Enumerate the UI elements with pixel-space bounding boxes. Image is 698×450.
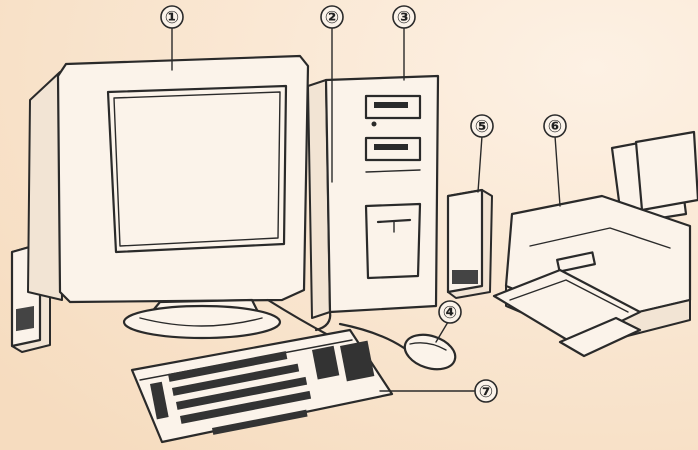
callout-7: ⑦ bbox=[379, 379, 498, 403]
right-speaker bbox=[446, 188, 493, 299]
mouse bbox=[338, 322, 457, 371]
keyboard-keys bbox=[149, 340, 375, 435]
callout-5: ⑤ bbox=[470, 114, 494, 193]
callout-label-5: ⑤ bbox=[475, 117, 489, 137]
monitor bbox=[27, 54, 332, 340]
callout-label-1: ① bbox=[165, 8, 179, 28]
callout-3: ③ bbox=[392, 5, 416, 81]
callout-label-6: ⑥ bbox=[548, 117, 562, 137]
callout-2: ② bbox=[320, 5, 344, 183]
callout-6: ⑥ bbox=[543, 114, 567, 207]
callout-label-7: ⑦ bbox=[479, 382, 493, 402]
callout-label-2: ② bbox=[325, 8, 339, 28]
keyboard bbox=[130, 328, 394, 444]
printer bbox=[492, 130, 698, 358]
callout-label-3: ③ bbox=[397, 8, 411, 28]
callout-1: ① bbox=[160, 5, 184, 71]
callout-4: ④ bbox=[435, 300, 462, 343]
callout-label-4: ④ bbox=[443, 303, 457, 323]
system-unit bbox=[307, 74, 440, 319]
